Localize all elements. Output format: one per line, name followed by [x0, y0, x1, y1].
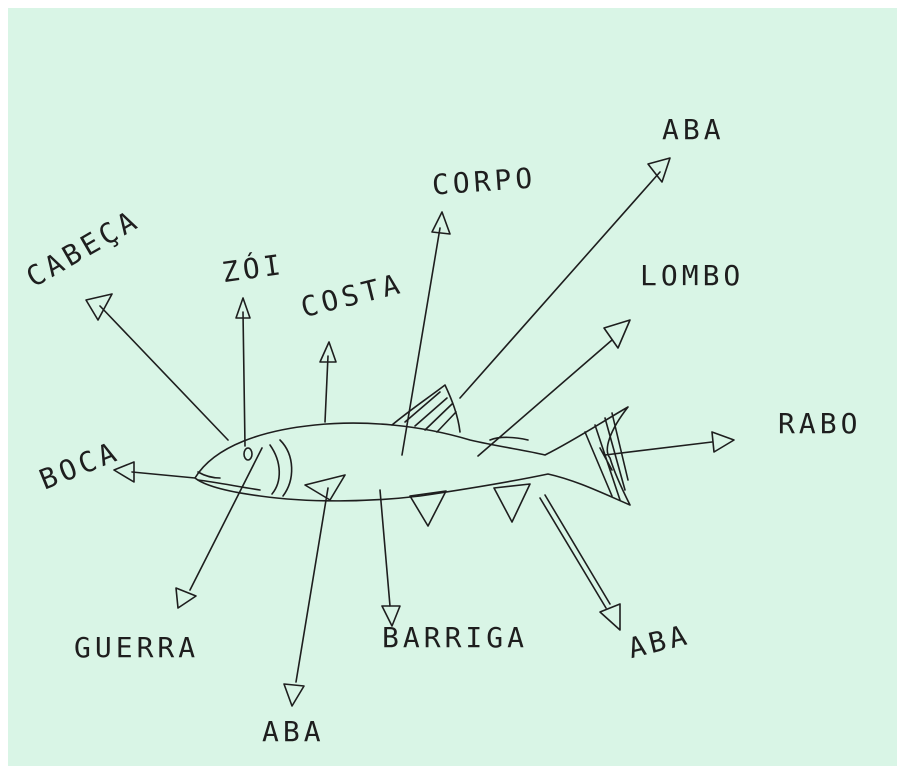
- arrow-boca: [114, 462, 195, 482]
- label-barriga: BARRIGA: [382, 624, 528, 652]
- arrow-aba-right: [540, 495, 620, 630]
- arrow-cabeca: [86, 294, 228, 440]
- pectoral-fin: [305, 475, 345, 500]
- arrow-costa: [320, 342, 336, 422]
- label-rabo: RABO: [778, 410, 861, 438]
- ventral-fin-2: [494, 484, 530, 522]
- arrow-guerra: [176, 448, 262, 608]
- label-lombo: LOMBO: [640, 262, 744, 290]
- arrow-lombo: [478, 320, 630, 456]
- arrow-zoi: [236, 298, 250, 446]
- second-dorsal-fin: [490, 437, 528, 440]
- label-aba-top: ABA: [662, 116, 725, 144]
- fish-eye: [244, 448, 252, 460]
- dorsal-fin: [392, 385, 460, 432]
- label-guerra: GUERRA: [74, 634, 199, 662]
- arrow-rabo: [605, 432, 734, 455]
- fish-body: [195, 385, 630, 526]
- label-aba-bottom: ABA: [262, 718, 325, 746]
- arrow-aba-bottom: [284, 488, 328, 706]
- label-corpo: CORPO: [431, 164, 537, 199]
- label-zoi: ZÓI: [220, 251, 286, 287]
- arrow-barriga: [380, 490, 400, 626]
